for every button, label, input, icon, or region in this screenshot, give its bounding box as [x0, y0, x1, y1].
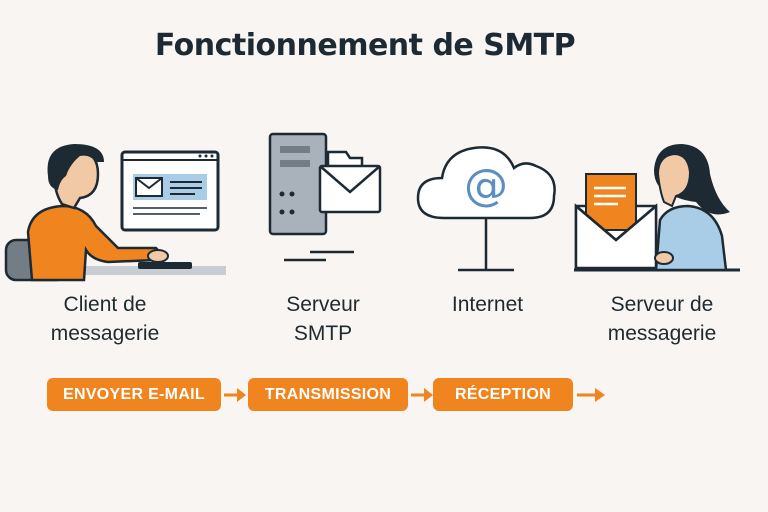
step-envoyer-email: ENVOYER E-MAIL [47, 378, 221, 411]
node-label-smtp-server: Serveur SMTP [286, 293, 360, 345]
svg-text:@: @ [464, 160, 508, 211]
node-label-client: Client de messagerie [50, 293, 160, 345]
page-title: Fonctionnement de SMTP [154, 28, 576, 63]
arrow-right-icon [577, 388, 605, 402]
arrow-right-icon [224, 388, 246, 402]
cloud-at-icon: @ [416, 146, 556, 272]
person-with-mail-icon [574, 144, 740, 272]
server-with-envelope-icon [268, 132, 382, 262]
person-at-computer-icon [4, 144, 226, 282]
step-transmission: TRANSMISSION [248, 378, 408, 411]
step-reception: RÉCEPTION [433, 378, 573, 411]
arrow-right-icon [411, 388, 433, 402]
node-label-mail-server: Serveur de messagerie [607, 293, 717, 345]
node-label-internet: Internet [451, 293, 524, 316]
